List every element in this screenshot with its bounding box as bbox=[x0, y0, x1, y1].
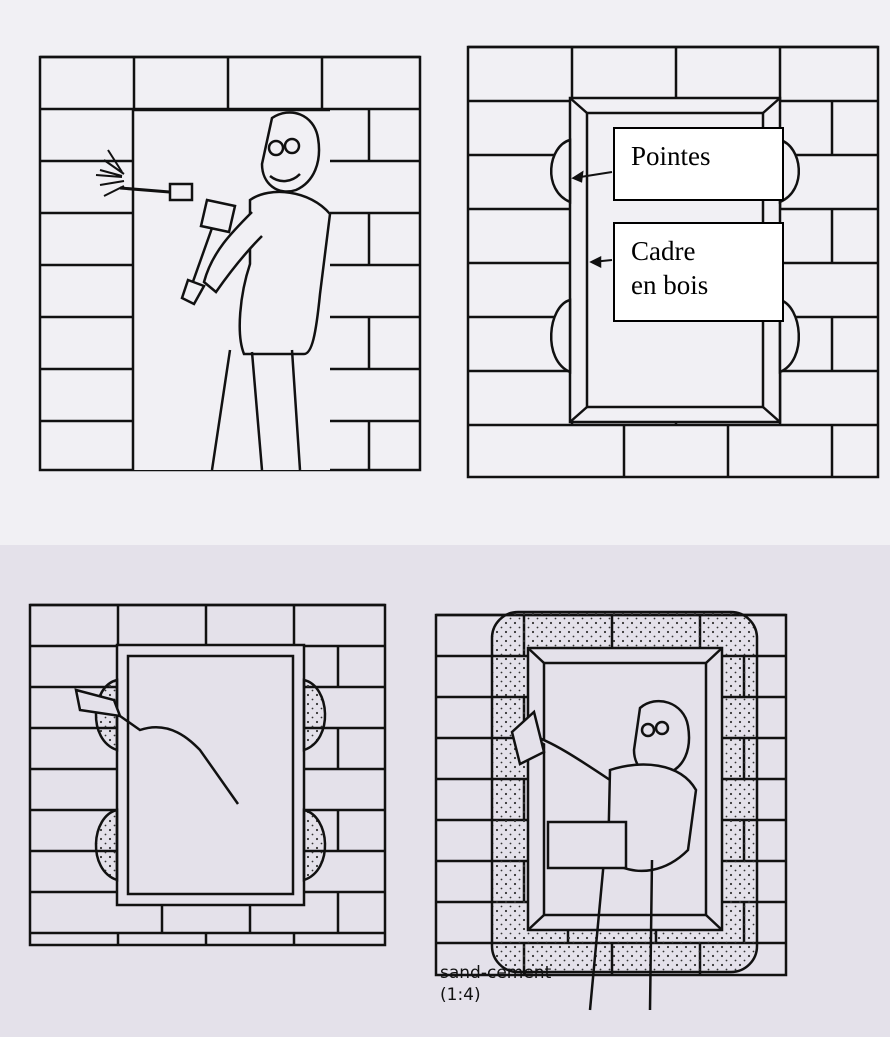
label-pointes: Pointes bbox=[613, 127, 784, 201]
panel-plastering bbox=[436, 612, 786, 1010]
mix-label: sand-cement bbox=[440, 963, 552, 983]
label-cadre-en-bois: Cadre en bois bbox=[613, 222, 784, 322]
label-pointes-text: Pointes bbox=[631, 141, 711, 171]
window-frame-inner bbox=[128, 656, 293, 894]
mix-ratio-label: (1:4) bbox=[440, 985, 481, 1005]
label-cadre-line2: en bois bbox=[631, 268, 782, 302]
panel-mortar-fill bbox=[30, 605, 385, 945]
label-cadre-line1: Cadre bbox=[631, 234, 782, 268]
panel-chisel-wall bbox=[40, 57, 420, 470]
chisel-handle bbox=[170, 184, 192, 200]
hawk-board-icon bbox=[548, 822, 626, 868]
